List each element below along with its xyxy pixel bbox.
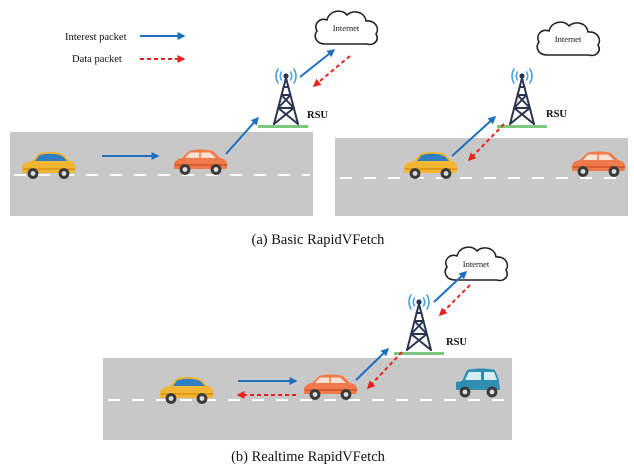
scene-b: RSU Internet [103, 246, 512, 440]
scene-a-left: RSU Internet [10, 10, 379, 216]
road [335, 138, 628, 216]
rsu-pad [258, 125, 308, 128]
scene-a-right: RSU Internet [335, 21, 628, 216]
data-arrow [438, 284, 471, 317]
cloud-label: Internet [333, 23, 360, 33]
rsu-tower-icon [273, 68, 299, 125]
interest-arrow [225, 116, 259, 155]
interest-arrow [299, 49, 336, 78]
interest-arrow [433, 270, 468, 303]
data-arrow [366, 351, 403, 390]
legend: Interest packet Data packet [65, 32, 186, 65]
cloud-label: Internet [555, 34, 582, 44]
rsu-label: RSU [307, 110, 328, 121]
rsu-label: RSU [446, 337, 467, 348]
rsu-tower-icon [509, 68, 535, 125]
cloud-label: Internet [463, 259, 490, 269]
interest-arrow [451, 115, 497, 157]
rsu-label: RSU [546, 109, 567, 120]
data-arrow [312, 55, 351, 87]
legend-interest-label: Interest packet [65, 32, 127, 43]
data-arrow [467, 123, 505, 162]
legend-data-label: Data packet [72, 54, 122, 65]
caption-b: (b) Realtime RapidVFetch [231, 449, 386, 465]
rsu-pad [394, 352, 444, 355]
caption-a: (a) Basic RapidVFetch [252, 232, 386, 248]
rsu-tower-icon [406, 294, 432, 351]
interest-arrow [355, 347, 390, 381]
rsu-pad [497, 125, 547, 128]
